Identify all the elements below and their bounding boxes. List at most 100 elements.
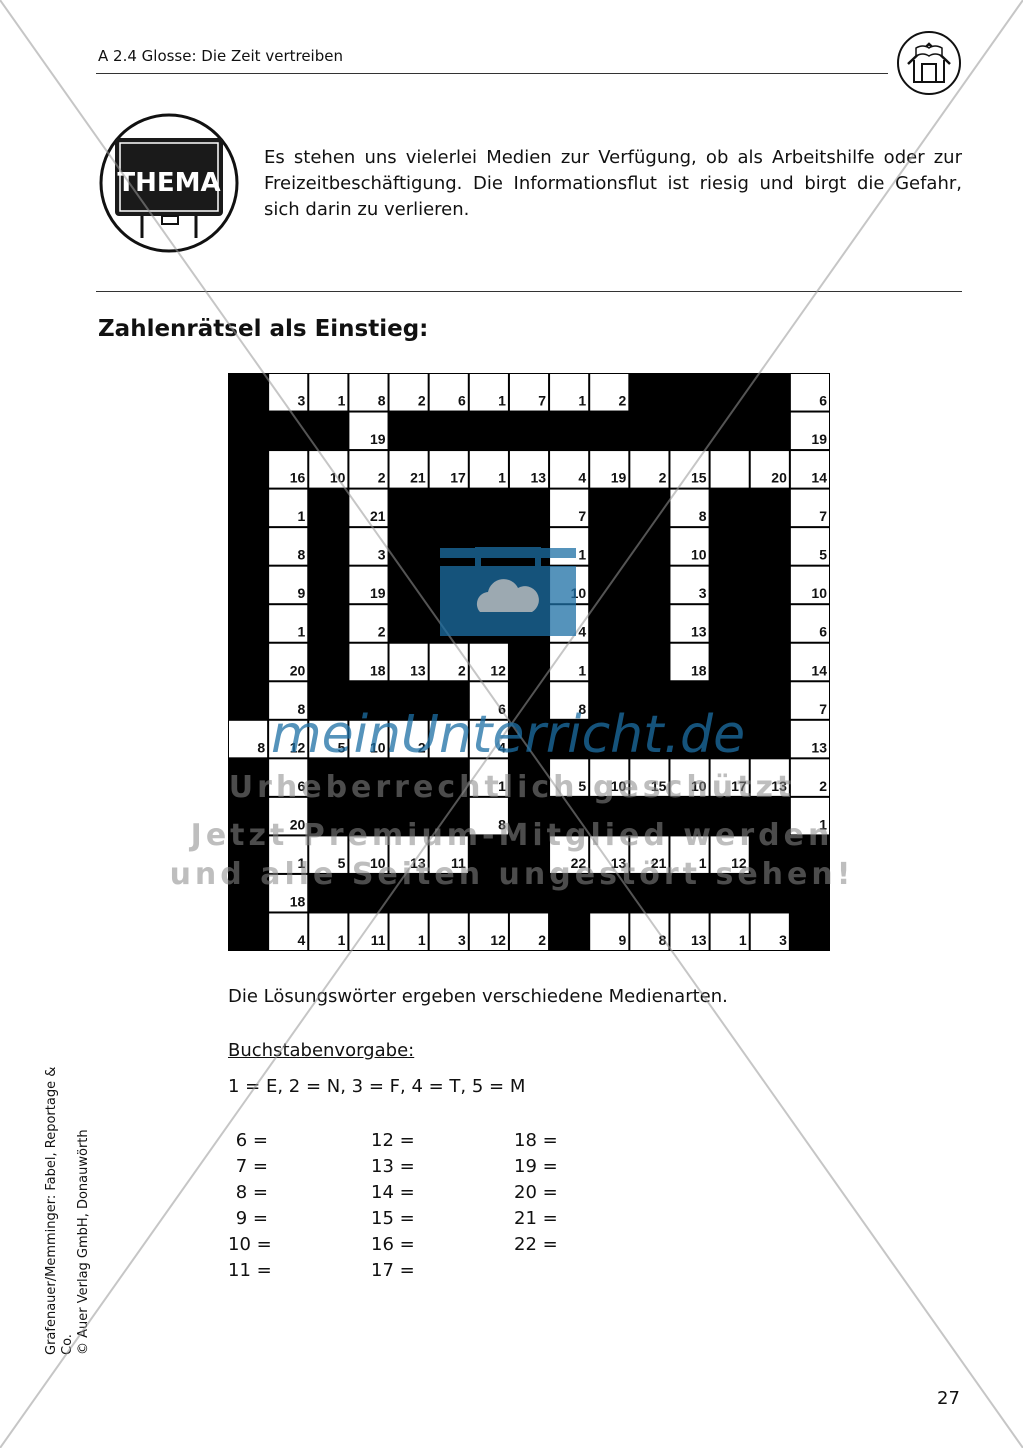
grid-cell[interactable]: 7 (790, 682, 829, 719)
letter-slot[interactable]: 13 = (371, 1156, 415, 1177)
grid-cell[interactable]: 20 (750, 451, 789, 488)
grid-cell[interactable]: 5 (309, 720, 348, 758)
grid-cell[interactable]: 3 (429, 913, 468, 950)
letter-slot[interactable]: 14 = (371, 1182, 415, 1203)
grid-cell[interactable]: 12 (469, 643, 508, 681)
letter-slot[interactable]: 16 = (371, 1234, 415, 1255)
grid-cell[interactable]: 1 (389, 913, 428, 950)
grid-cell[interactable]: 1 (309, 374, 348, 411)
grid-cell[interactable]: 21 (349, 489, 388, 527)
grid-cell[interactable]: 1 (269, 836, 308, 873)
grid-cell[interactable]: 5 (790, 528, 829, 565)
grid-cell[interactable]: 8 (670, 489, 709, 527)
grid-cell[interactable]: 5 (550, 759, 589, 796)
grid-cell[interactable]: 4 (550, 605, 589, 642)
grid-cell[interactable]: 6 (429, 374, 468, 411)
grid-cell[interactable]: 13 (750, 759, 789, 796)
grid-cell[interactable]: 9 (590, 913, 629, 950)
grid-cell[interactable]: 1 (469, 374, 508, 411)
grid-cell[interactable]: 1 (469, 451, 508, 488)
grid-cell[interactable]: 6 (469, 682, 508, 719)
grid-cell[interactable]: 1 (309, 913, 348, 950)
grid-cell[interactable]: 2 (429, 643, 468, 681)
grid-cell[interactable]: 7 (509, 374, 549, 411)
grid-cell[interactable]: 8 (269, 682, 308, 719)
grid-cell[interactable]: 1 (550, 374, 589, 411)
grid-cell[interactable]: 10 (309, 451, 348, 488)
grid-cell[interactable]: 7 (550, 489, 589, 527)
grid-cell[interactable]: 8 (349, 374, 388, 411)
grid-cell[interactable]: 10 (670, 759, 709, 796)
grid-cell[interactable]: 1 (550, 528, 589, 565)
grid-cell[interactable]: 3 (750, 913, 789, 950)
grid-cell[interactable]: 5 (309, 836, 348, 873)
letter-slot[interactable]: 19 = (514, 1156, 558, 1177)
grid-cell[interactable]: 17 (710, 759, 749, 796)
grid-cell[interactable]: 1 (269, 489, 308, 527)
grid-cell[interactable]: 8 (469, 797, 508, 835)
grid-cell[interactable] (429, 720, 468, 758)
grid-cell[interactable]: 2 (590, 374, 629, 411)
grid-cell[interactable]: 1 (670, 836, 709, 873)
grid-cell[interactable]: 1 (269, 605, 308, 642)
grid-cell[interactable]: 8 (630, 913, 669, 950)
letter-slot[interactable]: 9 = (235, 1208, 268, 1229)
grid-cell[interactable]: 13 (670, 605, 709, 642)
grid-cell[interactable]: 8 (550, 682, 589, 719)
grid-cell[interactable]: 2 (349, 451, 388, 488)
letter-slot[interactable]: 17 = (371, 1260, 415, 1281)
grid-cell[interactable]: 15 (630, 759, 669, 796)
grid-cell[interactable]: 19 (590, 451, 629, 488)
grid-cell[interactable]: 2 (349, 605, 388, 642)
letter-slot[interactable]: 6 = (235, 1130, 268, 1151)
grid-cell[interactable]: 10 (349, 720, 388, 758)
grid-cell[interactable]: 11 (429, 836, 468, 873)
grid-cell[interactable] (710, 451, 749, 488)
letter-slot[interactable]: 12 = (371, 1130, 415, 1151)
grid-cell[interactable]: 13 (389, 643, 428, 681)
grid-cell[interactable]: 8 (269, 528, 308, 565)
grid-cell[interactable]: 2 (630, 451, 669, 488)
grid-cell[interactable]: 10 (349, 836, 388, 873)
grid-cell[interactable]: 13 (590, 836, 629, 873)
grid-cell[interactable]: 10 (590, 759, 629, 796)
grid-cell[interactable]: 14 (790, 643, 829, 681)
grid-cell[interactable]: 18 (670, 643, 709, 681)
grid-cell[interactable]: 22 (550, 836, 589, 873)
grid-cell[interactable]: 1 (469, 759, 508, 796)
grid-cell[interactable]: 15 (670, 451, 709, 488)
grid-cell[interactable]: 1 (790, 797, 829, 835)
grid-cell[interactable]: 2 (509, 913, 549, 950)
grid-cell[interactable]: 17 (429, 451, 468, 488)
grid-cell[interactable]: 6 (269, 759, 308, 796)
grid-cell[interactable]: 10 (790, 566, 829, 604)
grid-cell[interactable]: 21 (630, 836, 669, 873)
grid-cell[interactable]: 1 (710, 913, 749, 950)
grid-cell[interactable]: 2 (389, 374, 428, 411)
grid-cell[interactable]: 3 (670, 566, 709, 604)
letter-slot[interactable]: 22 = (514, 1234, 558, 1255)
letter-slot[interactable]: 11 = (228, 1260, 272, 1281)
grid-cell[interactable]: 13 (389, 836, 428, 873)
grid-cell[interactable]: 19 (349, 412, 388, 450)
letter-slot[interactable]: 18 = (514, 1130, 558, 1151)
grid-cell[interactable]: 2 (389, 720, 428, 758)
grid-cell[interactable]: 13 (790, 720, 829, 758)
grid-cell[interactable]: 10 (550, 566, 589, 604)
letter-slot[interactable]: 8 = (235, 1182, 268, 1203)
grid-cell[interactable]: 20 (269, 643, 308, 681)
grid-cell[interactable]: 4 (550, 451, 589, 488)
grid-cell[interactable]: 4 (269, 913, 308, 950)
grid-cell[interactable]: 4 (469, 720, 508, 758)
grid-cell[interactable]: 18 (269, 874, 308, 912)
letter-slot[interactable]: 10 = (228, 1234, 272, 1255)
grid-cell[interactable]: 12 (710, 836, 749, 873)
grid-cell[interactable]: 12 (469, 913, 508, 950)
grid-cell[interactable]: 13 (670, 913, 709, 950)
grid-cell[interactable]: 21 (389, 451, 428, 488)
grid-cell[interactable]: 7 (790, 489, 829, 527)
grid-cell[interactable]: 19 (790, 412, 829, 450)
grid-cell[interactable]: 10 (670, 528, 709, 565)
grid-cell[interactable]: 1 (550, 643, 589, 681)
grid-cell[interactable]: 14 (790, 451, 829, 488)
